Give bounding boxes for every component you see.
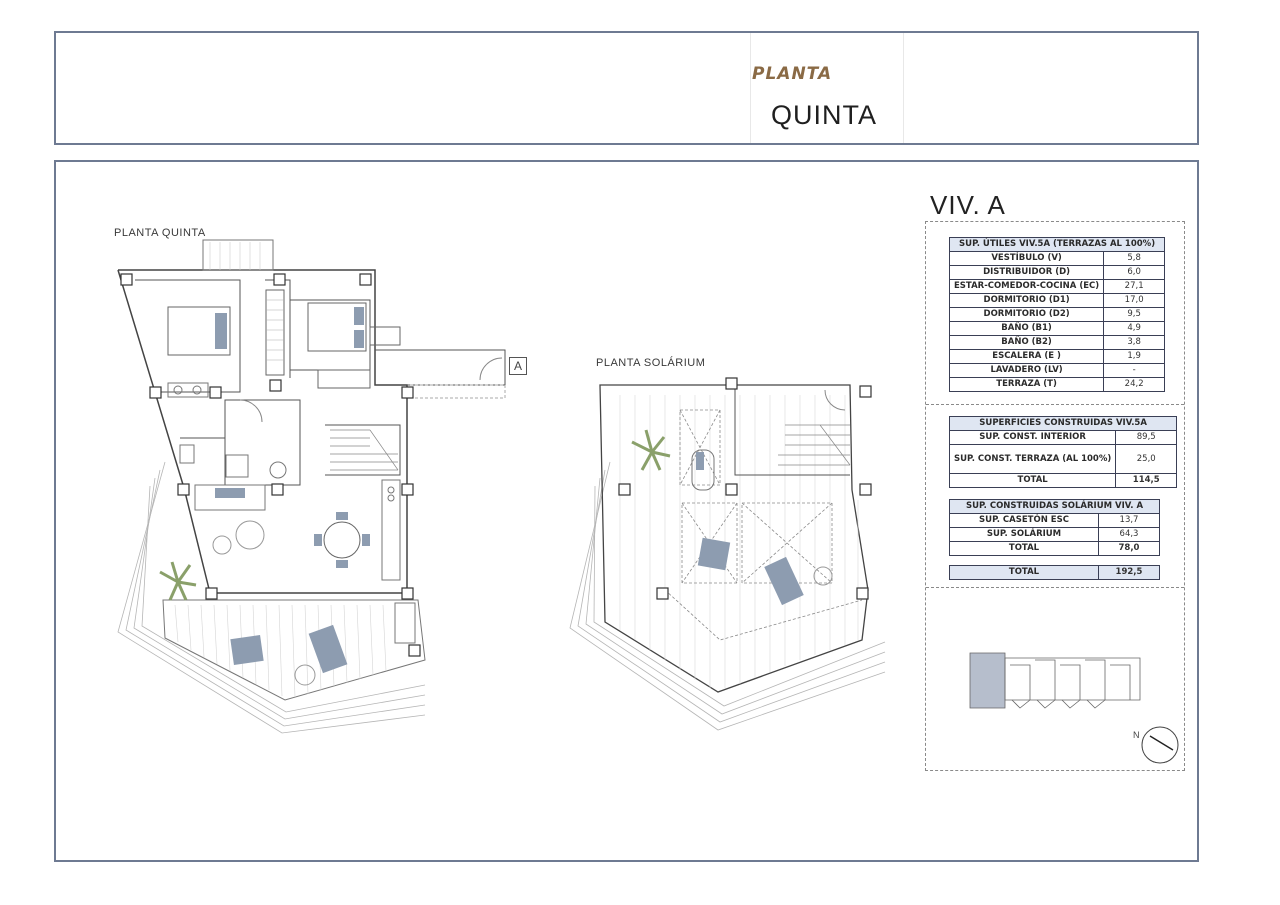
plan-solarium [569, 377, 886, 731]
grand-total-value: 192,5 [1098, 565, 1160, 580]
plan-solarium-label: PLANTA SOLÁRIUM [596, 357, 706, 369]
separator [926, 404, 1184, 405]
area-summary-box [925, 221, 1185, 771]
table-row: DORMITORIO (D2)9,5 [948, 307, 1166, 322]
table-row: ESTAR-COMEDOR-COCINA (EC)27,1 [948, 279, 1166, 294]
compass-north-label: N [1133, 730, 1140, 740]
key-plan [969, 652, 1141, 709]
built-areas-table: SUPERFICIES CONSTRUIDAS VIV.5A SUP. CONS… [948, 416, 1178, 488]
grand-total-label: TOTAL [949, 565, 1099, 580]
unit-title: VIV. A [930, 190, 1006, 220]
plan-quinta-label: PLANTA QUINTA [114, 227, 206, 239]
table-row: DORMITORIO (D1)17,0 [948, 293, 1166, 308]
floor-name: QUINTA [771, 100, 877, 130]
title-block [750, 33, 904, 143]
compass-circle [1141, 726, 1179, 764]
built-areas-header: SUPERFICIES CONSTRUIDAS VIV.5A [948, 416, 1178, 431]
table-row: SUP. CONST. TERRAZA (AL 100%)25,0 [948, 444, 1178, 474]
planta-heading: PLANTA [752, 64, 833, 84]
useful-areas-header: SUP. ÚTILES VIV.5A (TERRAZAS AL 100%) [948, 237, 1166, 252]
separator [926, 587, 1184, 588]
table-row: DISTRIBUIDOR (D)6,0 [948, 265, 1166, 280]
table-row: LAVADERO (LV)- [948, 363, 1166, 378]
table-row: ESCALERA (E )1,9 [948, 349, 1166, 364]
table-row: BAÑO (B2)3,8 [948, 335, 1166, 350]
solarium-areas-header: SUP. Construidas Solárium VIV. A [949, 499, 1160, 514]
section-marker: A [509, 357, 527, 375]
header-frame [54, 31, 1199, 145]
plan-quinta [117, 239, 506, 734]
table-row: BAÑO (B1)4,9 [948, 321, 1166, 336]
north-arrow-icon [1149, 735, 1174, 751]
table-row: VESTÍBULO (V)5,8 [948, 251, 1166, 266]
useful-areas-table: SUP. ÚTILES VIV.5A (TERRAZAS AL 100%) VE… [948, 237, 1166, 392]
main-frame [54, 160, 1199, 862]
solarium-areas-table: SUP. Construidas Solárium VIV. A SUP. CA… [949, 499, 1160, 556]
table-row: TERRAZA (T)24,2 [948, 377, 1166, 392]
